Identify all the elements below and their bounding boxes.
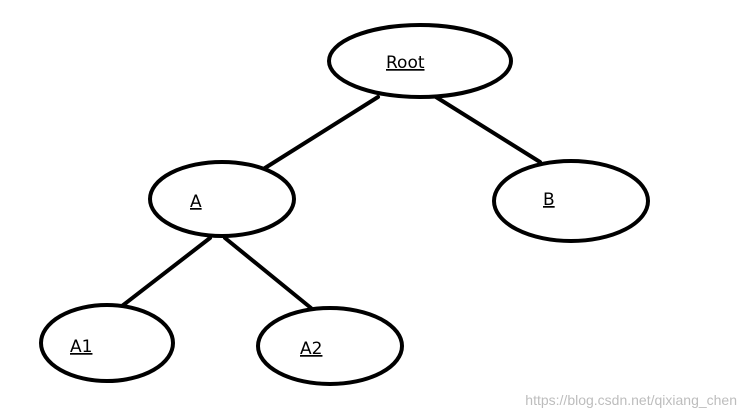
node-a2: A2 [256,306,404,386]
node-a1-label: A1 [70,337,92,357]
node-a-ellipse [148,160,296,238]
node-a: A [148,160,296,238]
node-root-label: Root [386,53,425,73]
node-root-ellipse [327,23,513,99]
node-b-label: B [543,190,555,210]
node-a2-label: A2 [300,339,322,359]
watermark-url: https://blog.csdn.net/qixiang_chen [525,392,737,408]
node-root: Root [327,23,513,99]
node-a1: A1 [39,303,175,383]
node-b-ellipse [492,159,650,243]
edge-a-to-a1 [120,236,212,308]
node-a1-ellipse [39,303,175,383]
edge-root-to-b [434,95,542,164]
node-a2-ellipse [256,306,404,386]
node-b: B [492,159,650,243]
edge-a-to-a2 [223,236,313,310]
edge-root-to-a [263,95,380,170]
node-a-label: A [190,192,202,212]
